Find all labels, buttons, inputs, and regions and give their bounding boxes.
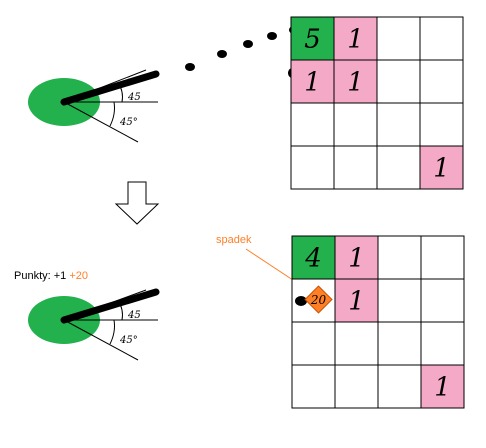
bottom-cell-value-r3c3: 1 bbox=[434, 373, 451, 403]
trajectory-dot bbox=[243, 40, 253, 48]
bottom-ray-lower bbox=[63, 319, 139, 361]
top-cell-r0c1 bbox=[333, 16, 378, 61]
score-bonus: +20 bbox=[69, 270, 89, 282]
top-cell-r1c1 bbox=[333, 59, 378, 104]
top-cell-r1c2 bbox=[376, 59, 421, 104]
bottom-cell-r3c0 bbox=[291, 364, 336, 409]
score-label: Punkty: +1 bbox=[14, 270, 67, 282]
bottom-cell-r0c2 bbox=[377, 235, 422, 280]
top-angle-arc-lower bbox=[109, 101, 115, 127]
top-cell-r0c3 bbox=[419, 16, 464, 61]
top-cell-value-r1c0: 1 bbox=[304, 68, 321, 98]
top-cell-r3c0 bbox=[290, 145, 335, 190]
bottom-cell-r1c3 bbox=[420, 278, 465, 323]
bottom-cell-r1c2 bbox=[377, 278, 422, 323]
top-cell-r0c2 bbox=[376, 16, 421, 61]
top-cell-r2c1 bbox=[333, 102, 378, 147]
bottom-angle-label-lower: 45° bbox=[119, 335, 138, 346]
bonus-value: 20 bbox=[310, 293, 327, 307]
down-arrow bbox=[114, 181, 160, 225]
top-cell-r2c3 bbox=[419, 102, 464, 147]
top-cell-value-r3c3: 1 bbox=[433, 154, 450, 184]
score-text: Punkty: +1 +20 bbox=[14, 270, 88, 282]
bottom-cell-r3c2 bbox=[377, 364, 422, 409]
top-cell-r3c3 bbox=[419, 145, 464, 190]
bottom-direction-stick bbox=[60, 288, 160, 324]
bottom-cell-r0c3 bbox=[420, 235, 465, 280]
bottom-cell-value-r1c1: 1 bbox=[348, 287, 365, 317]
top-cell-value-r0c1: 1 bbox=[347, 25, 364, 55]
top-direction-stick bbox=[60, 70, 160, 106]
bottom-cell-r2c1 bbox=[334, 321, 379, 366]
bottom-angle-arc-lower bbox=[109, 319, 115, 345]
bottom-cell-value-r0c1: 1 bbox=[348, 244, 365, 274]
bottom-cell-value-r0c0: 4 bbox=[304, 244, 322, 274]
top-cell-r3c2 bbox=[376, 145, 421, 190]
bottom-cell-r2c3 bbox=[420, 321, 465, 366]
drop-label: spadek bbox=[216, 234, 252, 246]
top-cell-value-r0c0: 5 bbox=[304, 25, 321, 55]
top-cell-value-r1c1: 1 bbox=[347, 68, 364, 98]
bottom-cell-r2c0 bbox=[291, 321, 336, 366]
top-angle-arc-upper bbox=[117, 81, 123, 103]
top-angle-label-lower: 45° bbox=[119, 117, 138, 128]
bottom-cell-r2c2 bbox=[377, 321, 422, 366]
bottom-cell-r0c1 bbox=[334, 235, 379, 280]
bottom-angle-label-upper: 45 bbox=[127, 310, 141, 321]
bonus-diamond bbox=[304, 285, 333, 314]
trajectory-dot bbox=[185, 63, 195, 71]
trajectory-dot bbox=[267, 32, 277, 40]
bottom-cell-r3c3 bbox=[420, 364, 465, 409]
top-cell-r2c2 bbox=[376, 102, 421, 147]
bottom-cell-r3c1 bbox=[334, 364, 379, 409]
top-angle-label-upper: 45 bbox=[127, 92, 141, 103]
top-cell-r3c1 bbox=[333, 145, 378, 190]
top-ray-lower bbox=[63, 101, 139, 143]
trajectory-dot bbox=[217, 50, 227, 58]
bottom-landing-ball bbox=[295, 296, 307, 306]
top-cell-r1c3 bbox=[419, 59, 464, 104]
top-cell-r2c0 bbox=[290, 102, 335, 147]
bottom-angle-arc-upper bbox=[117, 299, 123, 321]
